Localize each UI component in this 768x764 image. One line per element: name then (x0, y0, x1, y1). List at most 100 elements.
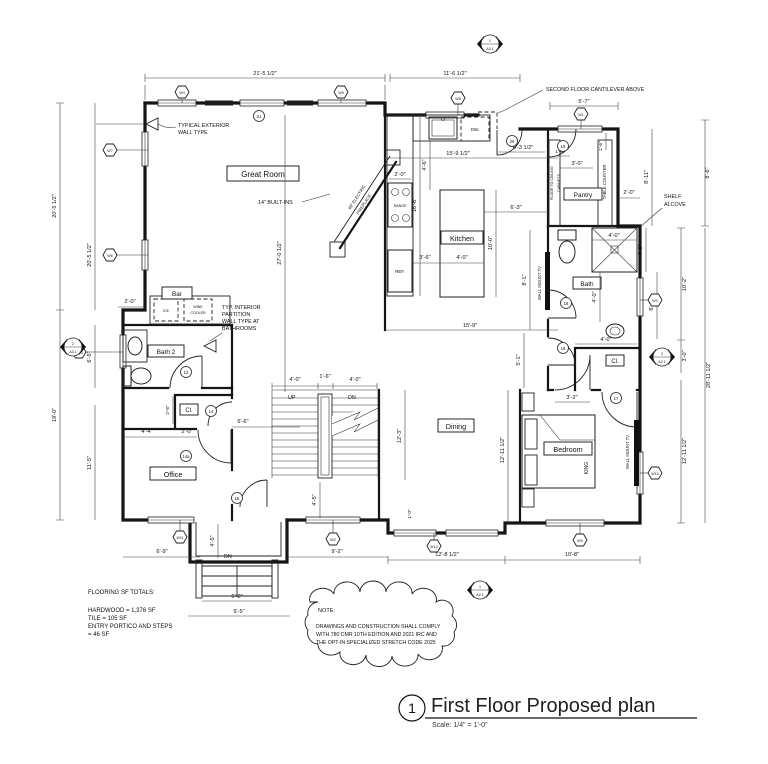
pantry-fixtures: FLOOR TO CEILING CABINETS TABLE COUNTER (548, 139, 613, 227)
window-tag: W1 (578, 113, 583, 117)
flooring-line: HARDWOOD = 1,376 SF (88, 608, 156, 614)
dim: 8'-6" (705, 167, 711, 178)
flooring-header: FLOORING SF TOTALS: (88, 590, 155, 596)
dim: 2'-0" (394, 172, 405, 178)
dim: 12'-11 1/2" (500, 437, 506, 463)
nightstand (521, 392, 535, 412)
bed (521, 414, 596, 489)
door-tag: 20 (510, 139, 515, 144)
dim: 6'-5" (87, 351, 93, 362)
range-label: RANGE (394, 204, 407, 208)
note-line: DRAWINGS AND CONSTRUCTION SHALL COMPLY (316, 624, 441, 630)
note-cloud: NOTE: DRAWINGS AND CONSTRUCTION SHALL CO… (304, 580, 458, 667)
dim: 4'-0" (638, 244, 644, 255)
dim: 10'-2" (682, 277, 688, 291)
window-tag: W2 (330, 538, 335, 542)
dim: 1'-6" (598, 141, 604, 151)
pantry-label: Pantry (574, 192, 593, 199)
title-number: 1 (408, 700, 416, 716)
cantilever-note: SECOND FLOOR CANTILEVER ABOVE (546, 87, 645, 93)
window-tag: W9 (577, 539, 582, 543)
built-in-cabinet (384, 149, 401, 166)
elevation-marker-bottom: 1 A2.1 (467, 580, 493, 600)
dim: 4'-0" (592, 291, 598, 302)
flooring-line: TILE = 105 SF (88, 616, 127, 622)
dim: 15'-9" (463, 323, 477, 329)
entry-door (496, 129, 523, 156)
shower (591, 227, 638, 273)
dim: 5'-7" (578, 99, 589, 105)
dim: 2'-0" (181, 429, 192, 435)
nightstand (521, 488, 535, 508)
bath2-label: Bath 2 (157, 349, 176, 356)
dim: 3'-2" (566, 395, 577, 401)
great-room-label: Great Room (241, 170, 285, 179)
dim: 4'-0" (456, 255, 467, 261)
pillow (524, 418, 538, 450)
dim: 11'-5" (87, 456, 93, 470)
title-block: 1 First Floor Proposed plan Scale: 1/4" … (398, 694, 697, 729)
dim: 4'-0" (349, 377, 360, 383)
ice-maker (153, 298, 179, 322)
marker-number: 2 (72, 342, 74, 346)
dim: 1'-6" (319, 374, 330, 380)
dim: 6'-6" (237, 419, 248, 425)
dim: 4'-4" (141, 429, 152, 435)
table-counter-label: TABLE COUNTER (602, 165, 607, 200)
wall-type-marker (144, 117, 159, 131)
exterior-walls (121, 101, 642, 564)
stair-break (332, 407, 378, 436)
dim: 11'-6 1/2" (443, 71, 466, 77)
door-tag: 14a (183, 454, 191, 459)
dim: 5'-1" (516, 354, 522, 365)
window-tag: W8 (455, 97, 460, 101)
bath2-bar-fixtures: ICE WINE COOLER (122, 295, 231, 387)
dim: 2'-0" (623, 190, 634, 196)
dim: 21'-5 1/2" (253, 71, 277, 77)
elevation-marker-top: 1 A3.1 (477, 34, 503, 54)
shelf-alcove-note: SHELF (664, 194, 682, 200)
dim: 20'-5 1/2" (52, 194, 58, 218)
bath2-toilet (130, 367, 152, 385)
interior-partition-note: PARTITION (222, 312, 250, 318)
door-tag: 13 (184, 370, 189, 375)
elevation-markers: 1 A3.1 1 A2.1 2 A3.1 2 A2.1 (60, 34, 675, 600)
door-tag: 21 (257, 114, 262, 119)
typical-exterior-note: WALL TYPE (178, 130, 208, 136)
dim: 6'-3" (510, 205, 521, 211)
door-tag: 16 (561, 346, 566, 351)
bath2-vanity (122, 329, 148, 363)
bar-counter (149, 295, 231, 325)
interior-walls (121, 113, 642, 525)
dimension-labels: 21'-5 1/2" 11'-6 1/2" 5'-7" 4'-3 1/2" 1'… (52, 71, 712, 615)
dim: 6'-2" (231, 594, 242, 600)
dim: 12'-8 1/2" (435, 552, 459, 558)
dim: 1'-0" (407, 509, 413, 519)
elevation-marker-right: 2 A2.1 (649, 347, 675, 367)
dim: 4'-3 1/2" (513, 145, 533, 151)
door-tag: 19 (561, 144, 566, 149)
floor-to-ceiling-cabinets (548, 139, 561, 227)
marker-sheet: A2.1 (476, 593, 483, 597)
ice-label: ICE (163, 309, 170, 313)
dishwasher (460, 116, 490, 142)
flooring-line: = 46 SF (88, 632, 110, 638)
dim: 9'-5" (233, 609, 244, 615)
window-tag: W12 (430, 545, 437, 549)
marker-sheet: A3.1 (486, 47, 493, 51)
bedroom-fixtures: KING WALL MOUNT TV WALL MOUNT TV (521, 252, 639, 508)
marker-sheet: A3.1 (69, 350, 76, 354)
dim: 16'-6" (412, 198, 418, 212)
kitchen-island (439, 189, 485, 298)
title-scale: Scale: 1/4" = 1'-0" (432, 722, 488, 729)
wall-mount-tv (545, 252, 550, 310)
dim: 3'-6" (419, 255, 430, 261)
door-tag: 18 (564, 301, 569, 306)
marker-number: 1 (489, 39, 491, 43)
room-labels: Great Room Kitchen Pantry Bath Bath 2 Ba… (147, 165, 625, 481)
interior-partition-note: TYP. INTERIOR (222, 305, 261, 311)
dim: 3'-0" (571, 161, 582, 167)
window-tag: W4 (179, 91, 184, 95)
interior-partition-note: WALL TYPE AT (222, 319, 260, 325)
